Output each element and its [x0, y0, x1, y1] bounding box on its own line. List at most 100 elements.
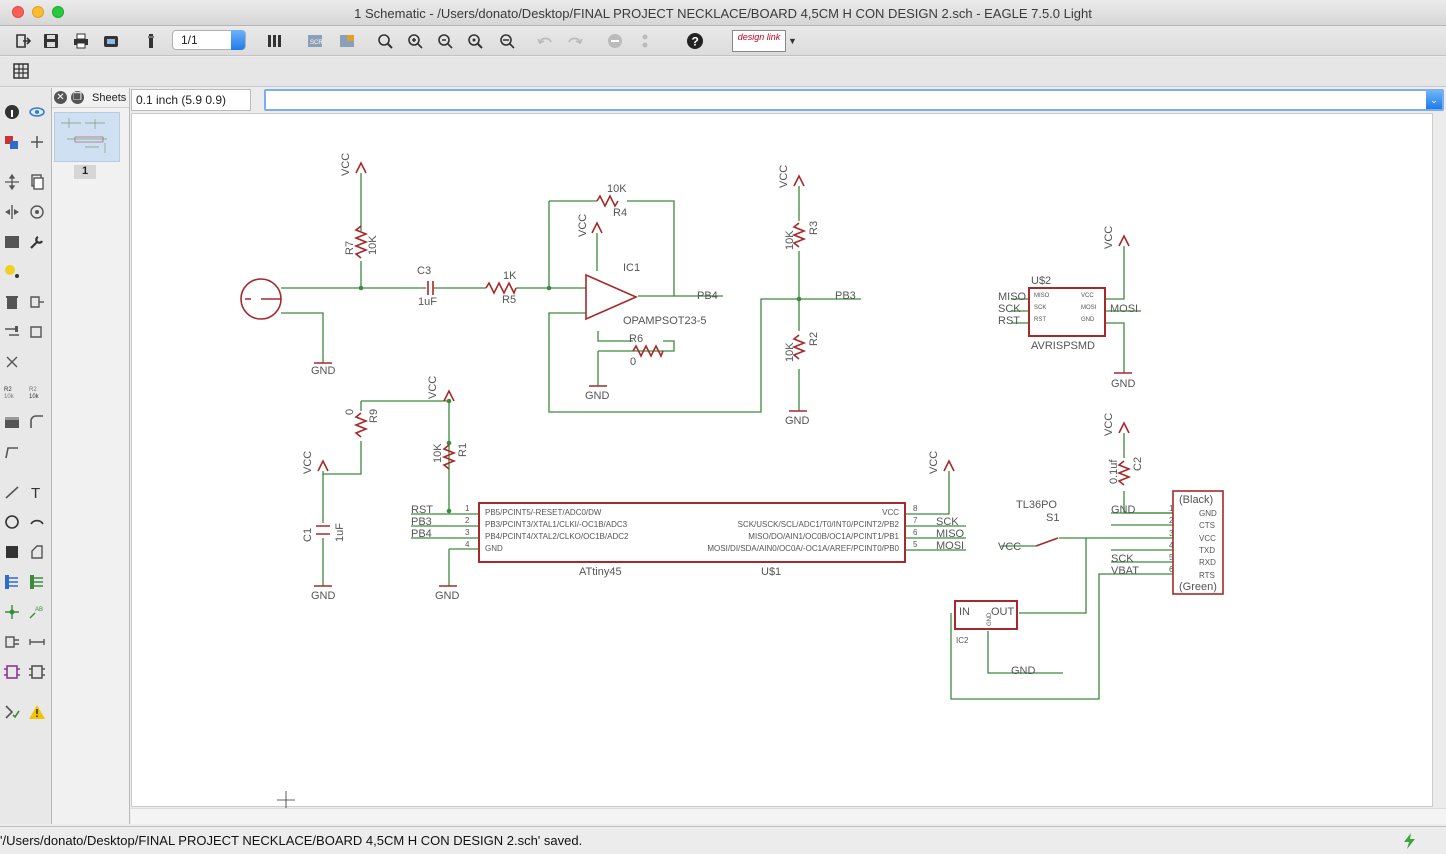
r6-name: R6 — [629, 333, 643, 345]
stop-icon[interactable] — [604, 30, 626, 52]
pin-number: 7 — [913, 516, 918, 525]
tl36-value: TL36PO — [1016, 499, 1057, 511]
sheet-select[interactable]: 1/1 — [172, 30, 246, 50]
gateswap-icon[interactable] — [27, 322, 47, 342]
display-layers-icon[interactable] — [2, 132, 22, 152]
rotate-icon[interactable] — [27, 202, 47, 222]
close-window-button[interactable] — [12, 6, 24, 18]
zoom-redraw-icon[interactable] — [464, 30, 486, 52]
sheet-thumbnail[interactable] — [54, 112, 120, 162]
polygon-icon[interactable] — [27, 542, 47, 562]
c3-name: C3 — [417, 265, 431, 277]
zoom-fit-icon[interactable] — [374, 30, 396, 52]
save-icon[interactable] — [40, 30, 62, 52]
svg-text:?: ? — [692, 35, 699, 49]
u2-name: U$2 — [1031, 275, 1051, 287]
r4-name: R4 — [613, 207, 627, 219]
mark-icon[interactable] — [27, 132, 47, 152]
vcc-label: VCC — [427, 376, 439, 399]
delete-icon[interactable] — [2, 292, 22, 312]
pinswap-icon[interactable] — [2, 322, 22, 342]
ic2-name: IC2 — [956, 636, 969, 645]
close-sheets-icon[interactable]: ✕ — [54, 91, 67, 104]
zoom-select-icon[interactable] — [496, 30, 518, 52]
group-icon[interactable] — [2, 232, 22, 252]
text-icon[interactable]: T — [27, 482, 47, 502]
info-icon[interactable] — [2, 102, 22, 122]
s1-name: S1 — [1046, 512, 1059, 524]
ftdi-pin: RXD — [1199, 558, 1216, 567]
mirror-icon[interactable] — [2, 202, 22, 222]
command-input[interactable]: ⌄ — [264, 89, 1444, 111]
go-icon[interactable] — [634, 30, 656, 52]
gnd-label: GND — [585, 390, 610, 402]
print-icon[interactable] — [70, 30, 92, 52]
bus-icon[interactable] — [2, 572, 22, 592]
lightning-icon[interactable] — [1402, 832, 1418, 853]
circle-icon[interactable] — [2, 512, 22, 532]
help-icon[interactable]: ? — [684, 30, 706, 52]
sheet-select-arrow-icon[interactable] — [231, 30, 245, 50]
split-icon[interactable] — [2, 442, 22, 462]
pb3-net: PB3 — [411, 516, 432, 528]
schematic-canvas[interactable]: VCC VCC VCC VCC VCC VCC VCC VCC GND GND … — [131, 113, 1433, 808]
svg-text:SCR: SCR — [310, 40, 323, 46]
pb3-net: PB3 — [835, 290, 856, 302]
board-icon[interactable] — [336, 30, 358, 52]
r6-value: 0 — [630, 356, 636, 368]
command-history-dropdown-icon[interactable]: ⌄ — [1426, 91, 1442, 109]
smash-icon[interactable] — [2, 412, 22, 432]
replace-icon[interactable] — [2, 352, 22, 372]
dimension-icon[interactable] — [27, 632, 47, 652]
sheet-number[interactable]: 1 — [74, 165, 96, 179]
wire-icon[interactable] — [2, 482, 22, 502]
zoom-in-icon[interactable] — [404, 30, 426, 52]
errors-warning-icon[interactable] — [27, 702, 47, 722]
design-link-icon[interactable]: design link — [732, 30, 786, 52]
scr-icon[interactable]: SCR — [304, 30, 326, 52]
copy-icon[interactable] — [27, 172, 47, 192]
add-icon[interactable] — [27, 292, 47, 312]
paste-icon[interactable] — [2, 262, 22, 282]
ulp-icon[interactable] — [264, 30, 286, 52]
horizontal-scrollbar[interactable] — [131, 808, 1446, 824]
module-icon[interactable] — [27, 662, 47, 682]
open-icon[interactable] — [12, 30, 34, 52]
change-wrench-icon[interactable] — [27, 232, 47, 252]
erc-icon[interactable] — [2, 702, 22, 722]
pin-number: 4 — [1169, 541, 1174, 550]
redo-icon[interactable] — [564, 30, 586, 52]
minimize-window-button[interactable] — [32, 6, 44, 18]
net-icon[interactable] — [27, 572, 47, 592]
junction-icon[interactable] — [2, 602, 22, 622]
r1-value: 10K — [432, 443, 444, 463]
zoom-out-icon[interactable] — [434, 30, 456, 52]
avr-pin-rst: RST — [1034, 317, 1046, 323]
r2-name: R2 — [808, 332, 820, 346]
frame-icon[interactable] — [2, 662, 22, 682]
detach-sheets-icon[interactable]: ❐ — [71, 91, 84, 104]
show-eye-icon[interactable] — [27, 102, 47, 122]
rect-icon[interactable] — [2, 542, 22, 562]
miter-icon[interactable] — [27, 412, 47, 432]
svg-text:T: T — [31, 485, 40, 501]
move-icon[interactable] — [2, 172, 22, 192]
attiny-value: ATtiny45 — [579, 566, 622, 578]
cam-icon[interactable] — [100, 30, 122, 52]
attiny-pin-pb5: PB5/PCINT5/-RESET/ADC0/DW — [485, 508, 602, 517]
r9-value: 0 — [344, 409, 356, 415]
svg-text:R2: R2 — [29, 387, 37, 393]
attribute-icon[interactable] — [2, 632, 22, 652]
c1-name: C1 — [302, 528, 314, 542]
undo-icon[interactable] — [534, 30, 556, 52]
maximize-window-button[interactable] — [52, 6, 64, 18]
label-icon[interactable]: AB — [27, 602, 47, 622]
arc-icon[interactable] — [27, 512, 47, 532]
design-link-dropdown-icon[interactable]: ▼ — [788, 36, 797, 46]
c1-value: 1uF — [334, 523, 346, 542]
grid-icon[interactable] — [10, 60, 32, 82]
script-icon[interactable] — [140, 30, 162, 52]
